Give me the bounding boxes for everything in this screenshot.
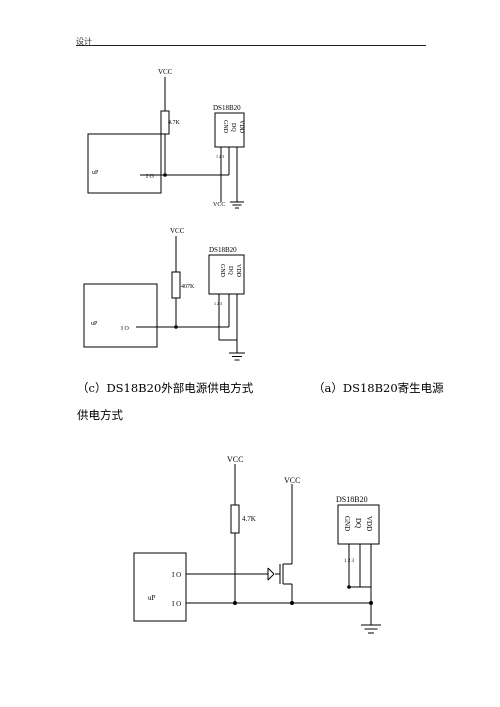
- junction-dots: [163, 173, 373, 605]
- io-label: I O: [172, 571, 181, 579]
- up-block-2: [83, 283, 158, 348]
- pin-numbers: 1 2 3: [344, 559, 355, 564]
- pin-vdd-label: VDD: [365, 516, 373, 531]
- pin-numbers: 1 2 3: [216, 154, 224, 159]
- caption-a-line1: （a）DS18B20寄生电源: [313, 381, 444, 395]
- io-label: I O: [121, 326, 129, 332]
- up-label: uP: [148, 594, 156, 602]
- caption-a-line2: 供电方式: [77, 408, 123, 422]
- diagram-2: [83, 236, 245, 361]
- resistor-3: [230, 504, 240, 534]
- pin-gnd-label: GND: [343, 516, 351, 531]
- ground-symbol: [361, 624, 381, 634]
- pin-dq-label: DQ: [354, 518, 362, 528]
- caption-c: （c）DS18B20外部电源供电方式: [77, 381, 254, 395]
- io-label: I O: [146, 174, 154, 180]
- pin-vdd-label: VDD: [238, 120, 244, 134]
- vcc-label: VCC: [170, 227, 185, 235]
- chip-label: DS18B20: [209, 246, 237, 254]
- resistor-2: [171, 271, 181, 299]
- pin-vdd-label: VDD: [235, 264, 241, 278]
- header-label: 设计: [76, 37, 92, 46]
- mosfet: [267, 484, 293, 603]
- pin-gnd-label: GND: [222, 120, 228, 134]
- pin-gnd-label: GND: [219, 264, 225, 278]
- io-label: I O: [172, 600, 181, 608]
- ground-symbol: [230, 201, 244, 209]
- pin-dq-label: DQ: [230, 123, 236, 132]
- chip-label: DS18B20: [213, 104, 241, 112]
- chip-2: [208, 254, 245, 295]
- vcc-label: VCC: [284, 476, 300, 485]
- up-block-1: [87, 133, 162, 194]
- resistor-value: 407K: [181, 284, 195, 290]
- vcc-label: VCC: [213, 202, 225, 208]
- diagram-3: [133, 464, 381, 634]
- header-rule: [76, 45, 426, 46]
- vcc-label: VCC: [158, 68, 173, 76]
- resistor-value: 4.7K: [242, 515, 256, 523]
- chip-label: DS18B20: [336, 495, 368, 504]
- up-block-3: [133, 552, 187, 622]
- ground-symbol: [229, 352, 245, 361]
- chip-3: [337, 504, 380, 545]
- pin-dq-label: DQ: [227, 266, 233, 275]
- pin-numbers: 1 2 3: [214, 301, 222, 306]
- vcc-label: VCC: [227, 455, 243, 464]
- up-label: uP: [91, 321, 98, 327]
- up-label: uP: [92, 170, 99, 176]
- diagram-1: [87, 77, 245, 209]
- resistor-value: 4.7K: [168, 120, 181, 126]
